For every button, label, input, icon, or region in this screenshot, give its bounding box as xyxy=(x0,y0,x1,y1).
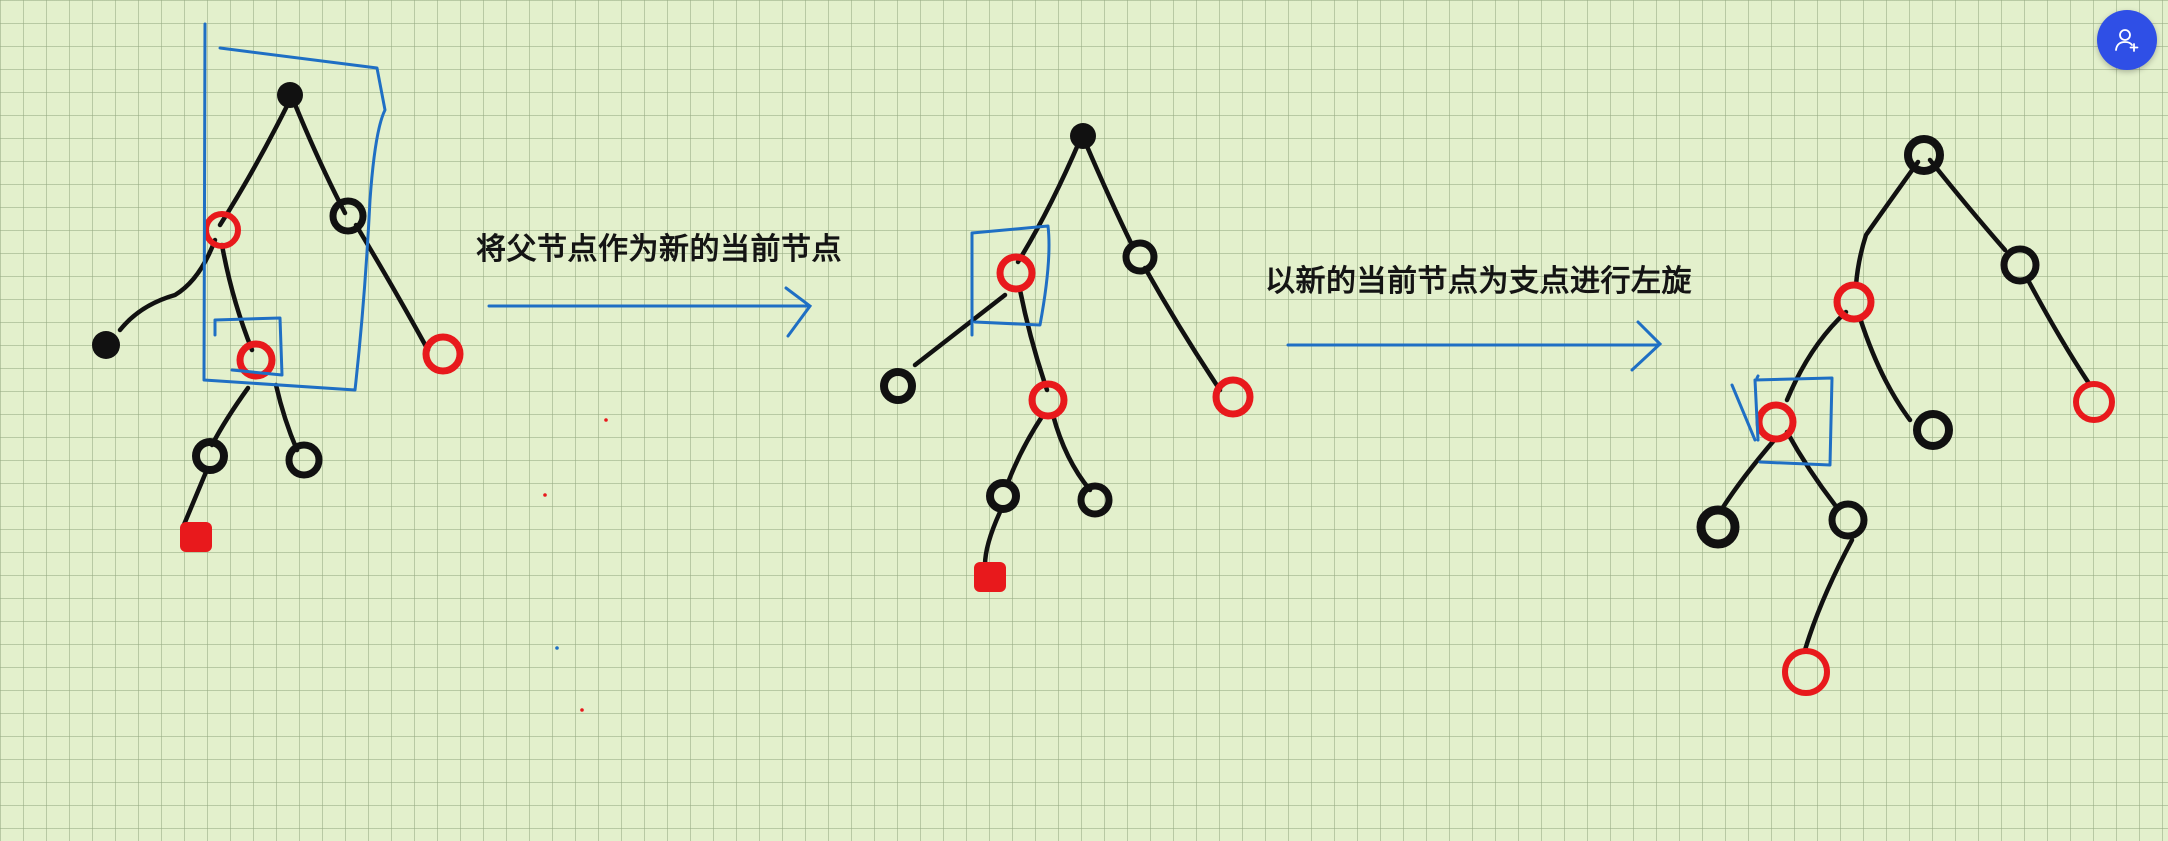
step-2-caption: 以新的当前节点为支点进行左旋 xyxy=(1265,264,1692,299)
tree-2 xyxy=(912,137,1223,568)
edge xyxy=(1853,159,1921,288)
red-node xyxy=(974,562,1006,592)
red-node xyxy=(1782,648,1830,696)
red-node xyxy=(996,253,1036,293)
edge xyxy=(1927,157,2008,253)
edge xyxy=(353,222,431,353)
tree-1 xyxy=(117,97,431,530)
red-node xyxy=(1755,401,1797,443)
edge xyxy=(180,469,209,530)
inner-highlight-box xyxy=(213,316,284,377)
highlight-box xyxy=(1753,376,1834,467)
tree-3-nodes xyxy=(1696,135,2115,696)
edge xyxy=(1802,537,1855,653)
black-node xyxy=(1077,482,1113,518)
stray-dots xyxy=(543,418,608,712)
edge xyxy=(1083,141,1135,248)
black-node xyxy=(277,82,303,108)
edge xyxy=(1015,137,1083,265)
black-node xyxy=(1828,500,1868,540)
black-node xyxy=(1696,505,1740,549)
red-node xyxy=(1212,376,1254,418)
red-node xyxy=(1833,281,1875,323)
red-node xyxy=(422,333,464,375)
edge xyxy=(219,242,255,353)
black-node xyxy=(986,479,1020,513)
red-node xyxy=(180,522,212,552)
edge xyxy=(209,385,251,448)
edge xyxy=(1050,412,1093,493)
red-node xyxy=(236,340,276,380)
black-node xyxy=(880,368,916,404)
black-node xyxy=(1904,135,1944,175)
edge xyxy=(117,237,218,333)
red-node xyxy=(2073,381,2115,423)
black-node xyxy=(1913,410,1953,450)
black-node xyxy=(1070,123,1096,149)
highlight-box xyxy=(1755,374,1760,380)
arrow-2 xyxy=(1286,320,1663,372)
edge xyxy=(2025,277,2093,388)
black-node xyxy=(92,331,120,359)
black-node xyxy=(1122,239,1158,275)
red-node xyxy=(203,211,241,249)
edge xyxy=(982,509,1003,568)
add-user-button[interactable] xyxy=(2097,10,2157,70)
tree-2-nodes xyxy=(880,123,1254,592)
edge xyxy=(1717,435,1779,515)
outer-highlight-box xyxy=(202,22,387,392)
edge xyxy=(1004,412,1046,488)
step-1-caption: 将父节点作为新的当前节点 xyxy=(476,232,842,267)
edge xyxy=(217,97,293,228)
black-node xyxy=(192,438,228,474)
edge xyxy=(273,382,300,453)
highlight-box xyxy=(1730,383,1757,442)
edge xyxy=(1784,309,1849,403)
red-node xyxy=(1028,380,1068,420)
edge xyxy=(912,292,1008,368)
edge xyxy=(291,99,348,216)
edge xyxy=(1142,265,1223,393)
black-node xyxy=(285,441,323,479)
edge xyxy=(1017,287,1050,393)
tree-1-highlight xyxy=(202,22,387,392)
black-node xyxy=(2000,245,2040,285)
tree-1-nodes xyxy=(92,82,464,552)
black-node xyxy=(329,197,367,235)
edge xyxy=(1784,429,1838,508)
tree-3-highlight xyxy=(1730,374,1834,467)
person-add-icon xyxy=(2115,29,2139,52)
arrow-1 xyxy=(487,286,813,338)
edge xyxy=(1857,315,1913,423)
tree-2-highlight xyxy=(970,224,1051,337)
tree-3 xyxy=(1717,157,2093,653)
highlight-box xyxy=(970,224,1051,337)
